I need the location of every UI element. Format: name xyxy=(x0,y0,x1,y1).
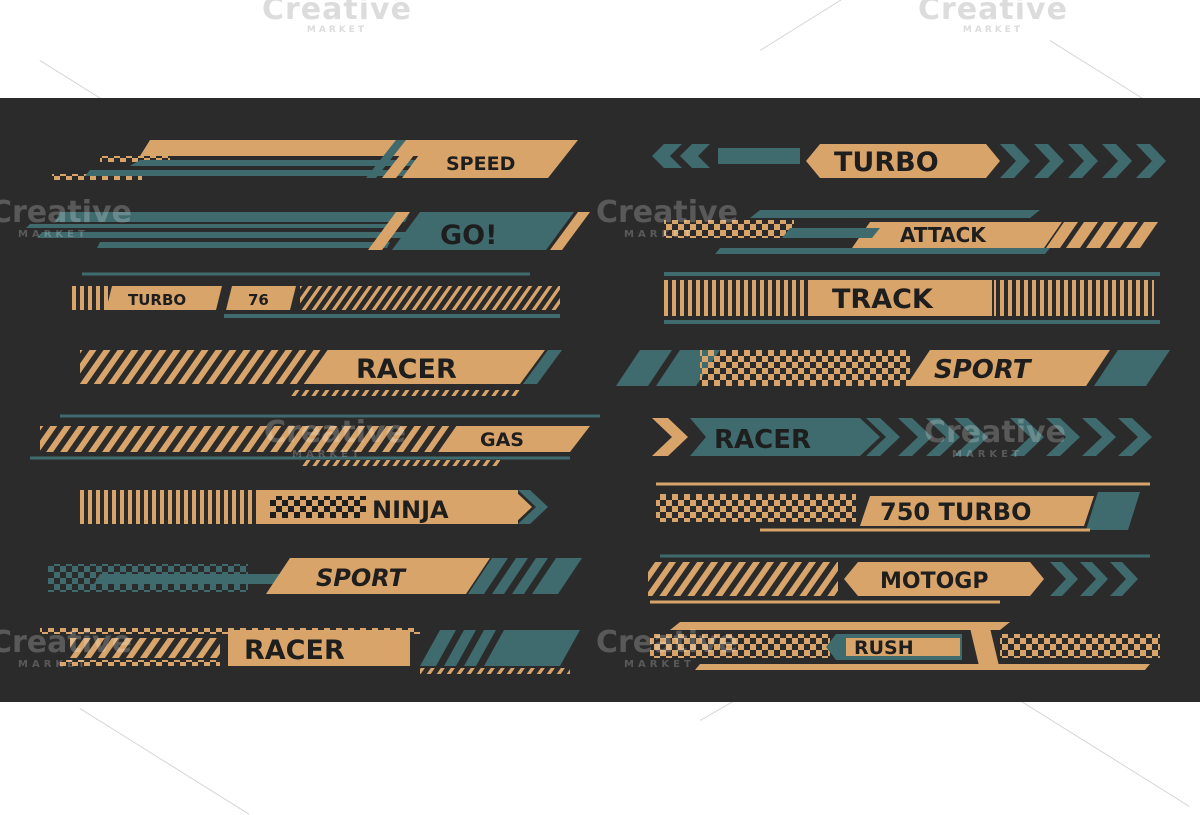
stripe-rush-label: RUSH xyxy=(854,637,914,659)
stripe-rush: RUSH xyxy=(650,622,1160,670)
stripe-racer-2: RACER xyxy=(40,628,580,674)
stripe-ninja: NINJA xyxy=(80,490,548,524)
stripe-track: TRACK xyxy=(664,272,1160,324)
stripe-racer-1-label: RACER xyxy=(356,354,457,385)
stripe-speed: SPEED xyxy=(52,140,578,180)
stripe-turbo76: TURBO 76 xyxy=(70,272,560,318)
stripe-speed-label: SPEED xyxy=(446,153,515,175)
stripe-attack-label: ATTACK xyxy=(900,223,987,247)
stripe-turbo-label: TURBO xyxy=(834,147,939,178)
stripe-sport-2: SPORT xyxy=(616,350,1170,386)
stripe-turbo750: 750 TURBO xyxy=(656,482,1150,532)
stripe-racer-3-label: RACER xyxy=(714,425,811,455)
stripe-turbo76-number: 76 xyxy=(248,291,269,309)
stripe-racer-3: RACER xyxy=(652,418,1152,456)
stripe-go-label: GO! xyxy=(440,220,497,251)
stripe-sport-1-label: SPORT xyxy=(316,564,407,592)
stripe-racer-2-label: RACER xyxy=(244,635,345,666)
stripe-racer-1: RACER xyxy=(80,350,562,396)
bg-line xyxy=(1019,700,1190,807)
stripe-motogp: MOTOGP xyxy=(648,554,1150,604)
stripe-attack: ATTACK xyxy=(664,210,1158,254)
stripe-gas-label: GAS xyxy=(480,429,524,451)
stripe-sport-1: SPORT xyxy=(48,558,582,594)
stripe-sport-2-label: SPORT xyxy=(934,355,1033,385)
stripe-go: GO! xyxy=(26,212,590,251)
bg-line xyxy=(79,708,250,815)
stripe-turbo: TURBO xyxy=(652,144,1166,178)
stripe-motogp-label: MOTOGP xyxy=(880,569,989,594)
stripe-ninja-label: NINJA xyxy=(372,496,449,524)
stripes-artwork: SPEED GO! TURBO 76 RACER GAS xyxy=(26,140,1170,674)
stripe-track-label: TRACK xyxy=(832,284,934,315)
stripe-gas: GAS xyxy=(30,414,600,466)
stripes-panel: SPEED GO! TURBO 76 RACER GAS xyxy=(0,98,1200,702)
stripe-turbo76-label: TURBO xyxy=(128,291,186,309)
stripe-turbo750-label: 750 TURBO xyxy=(880,498,1032,526)
